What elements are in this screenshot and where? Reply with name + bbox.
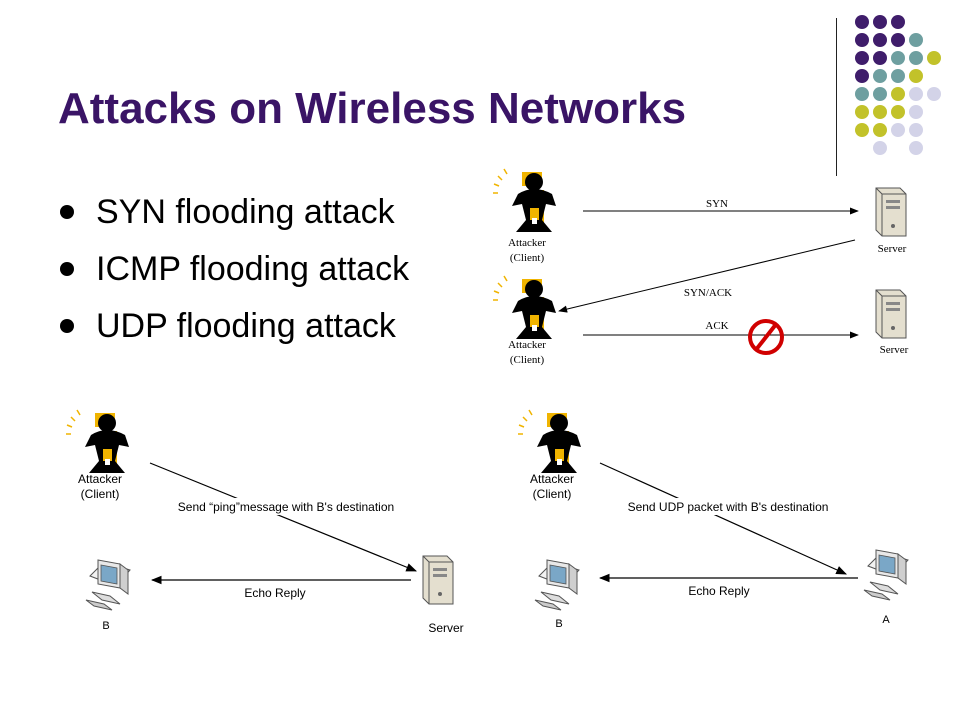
bullet-list: SYN flooding attack ICMP flooding attack… bbox=[60, 188, 409, 359]
attacker-icon bbox=[492, 275, 557, 340]
server-label: Server bbox=[428, 621, 463, 635]
decorative-dot-grid bbox=[855, 15, 941, 155]
bullet-item: ICMP flooding attack bbox=[60, 245, 409, 302]
echo-reply-label: Echo Reply bbox=[688, 584, 749, 598]
echo-label-bg bbox=[238, 584, 312, 600]
workstation-icon bbox=[85, 559, 131, 611]
attacker-label: Attacker bbox=[78, 472, 122, 486]
attacker-icon bbox=[492, 168, 557, 233]
bullet-item: UDP flooding attack bbox=[60, 302, 409, 359]
syn-flood-diagram: Attacker (Client) Attacker (Client) Serv… bbox=[492, 168, 909, 366]
udp-flood-diagram: Attacker (Client) Send UDP packet with B… bbox=[517, 409, 909, 630]
bullet-text: SYN flooding attack bbox=[96, 193, 395, 231]
host-b-label: B bbox=[555, 618, 562, 630]
attacker-label: Attacker bbox=[508, 339, 546, 351]
udp-label-bg bbox=[620, 498, 836, 515]
udp-arrow bbox=[599, 462, 847, 575]
ping-label: Send “ping”message with B's destination bbox=[178, 500, 394, 514]
echo-label-bg bbox=[682, 582, 756, 598]
attacker-icon bbox=[517, 409, 582, 474]
slide-title: Attacks on Wireless Networks bbox=[58, 84, 687, 133]
attacker-label: (Client) bbox=[510, 252, 545, 264]
ping-arrow bbox=[149, 462, 418, 572]
bullet-text: UDP flooding attack bbox=[96, 307, 396, 345]
bullet-icon bbox=[60, 319, 74, 333]
attacker-label: (Client) bbox=[533, 487, 572, 501]
prohibited-icon bbox=[748, 319, 784, 355]
server-icon bbox=[875, 187, 907, 237]
bullet-item: SYN flooding attack bbox=[60, 188, 409, 245]
echo-reply-label: Echo Reply bbox=[244, 586, 305, 600]
synack-label: SYN/ACK bbox=[684, 287, 732, 299]
ack-label: ACK bbox=[705, 320, 728, 332]
server-icon bbox=[422, 555, 454, 605]
attacker-label: (Client) bbox=[81, 487, 120, 501]
server-icon bbox=[875, 289, 907, 339]
bullet-text: ICMP flooding attack bbox=[96, 250, 410, 288]
attacker-label: Attacker bbox=[530, 472, 574, 486]
host-a-label: A bbox=[882, 614, 890, 626]
workstation-icon bbox=[863, 549, 909, 601]
udp-label: Send UDP packet with B's destination bbox=[628, 500, 829, 514]
bullet-icon bbox=[60, 205, 74, 219]
server-label: Server bbox=[878, 243, 907, 255]
bullet-icon bbox=[60, 262, 74, 276]
attacker-label: (Client) bbox=[510, 354, 545, 366]
title-divider-line bbox=[836, 18, 837, 176]
syn-label: SYN bbox=[706, 198, 728, 210]
workstation-icon bbox=[534, 559, 580, 611]
host-b-label: B bbox=[102, 620, 109, 632]
attacker-label: Attacker bbox=[508, 237, 546, 249]
synack-arrow bbox=[558, 239, 856, 313]
icmp-flood-diagram: Attacker (Client) Send “ping”message wit… bbox=[65, 409, 464, 635]
attacker-icon bbox=[65, 409, 130, 474]
server-label: Server bbox=[880, 344, 909, 356]
ping-label-bg bbox=[163, 498, 409, 515]
